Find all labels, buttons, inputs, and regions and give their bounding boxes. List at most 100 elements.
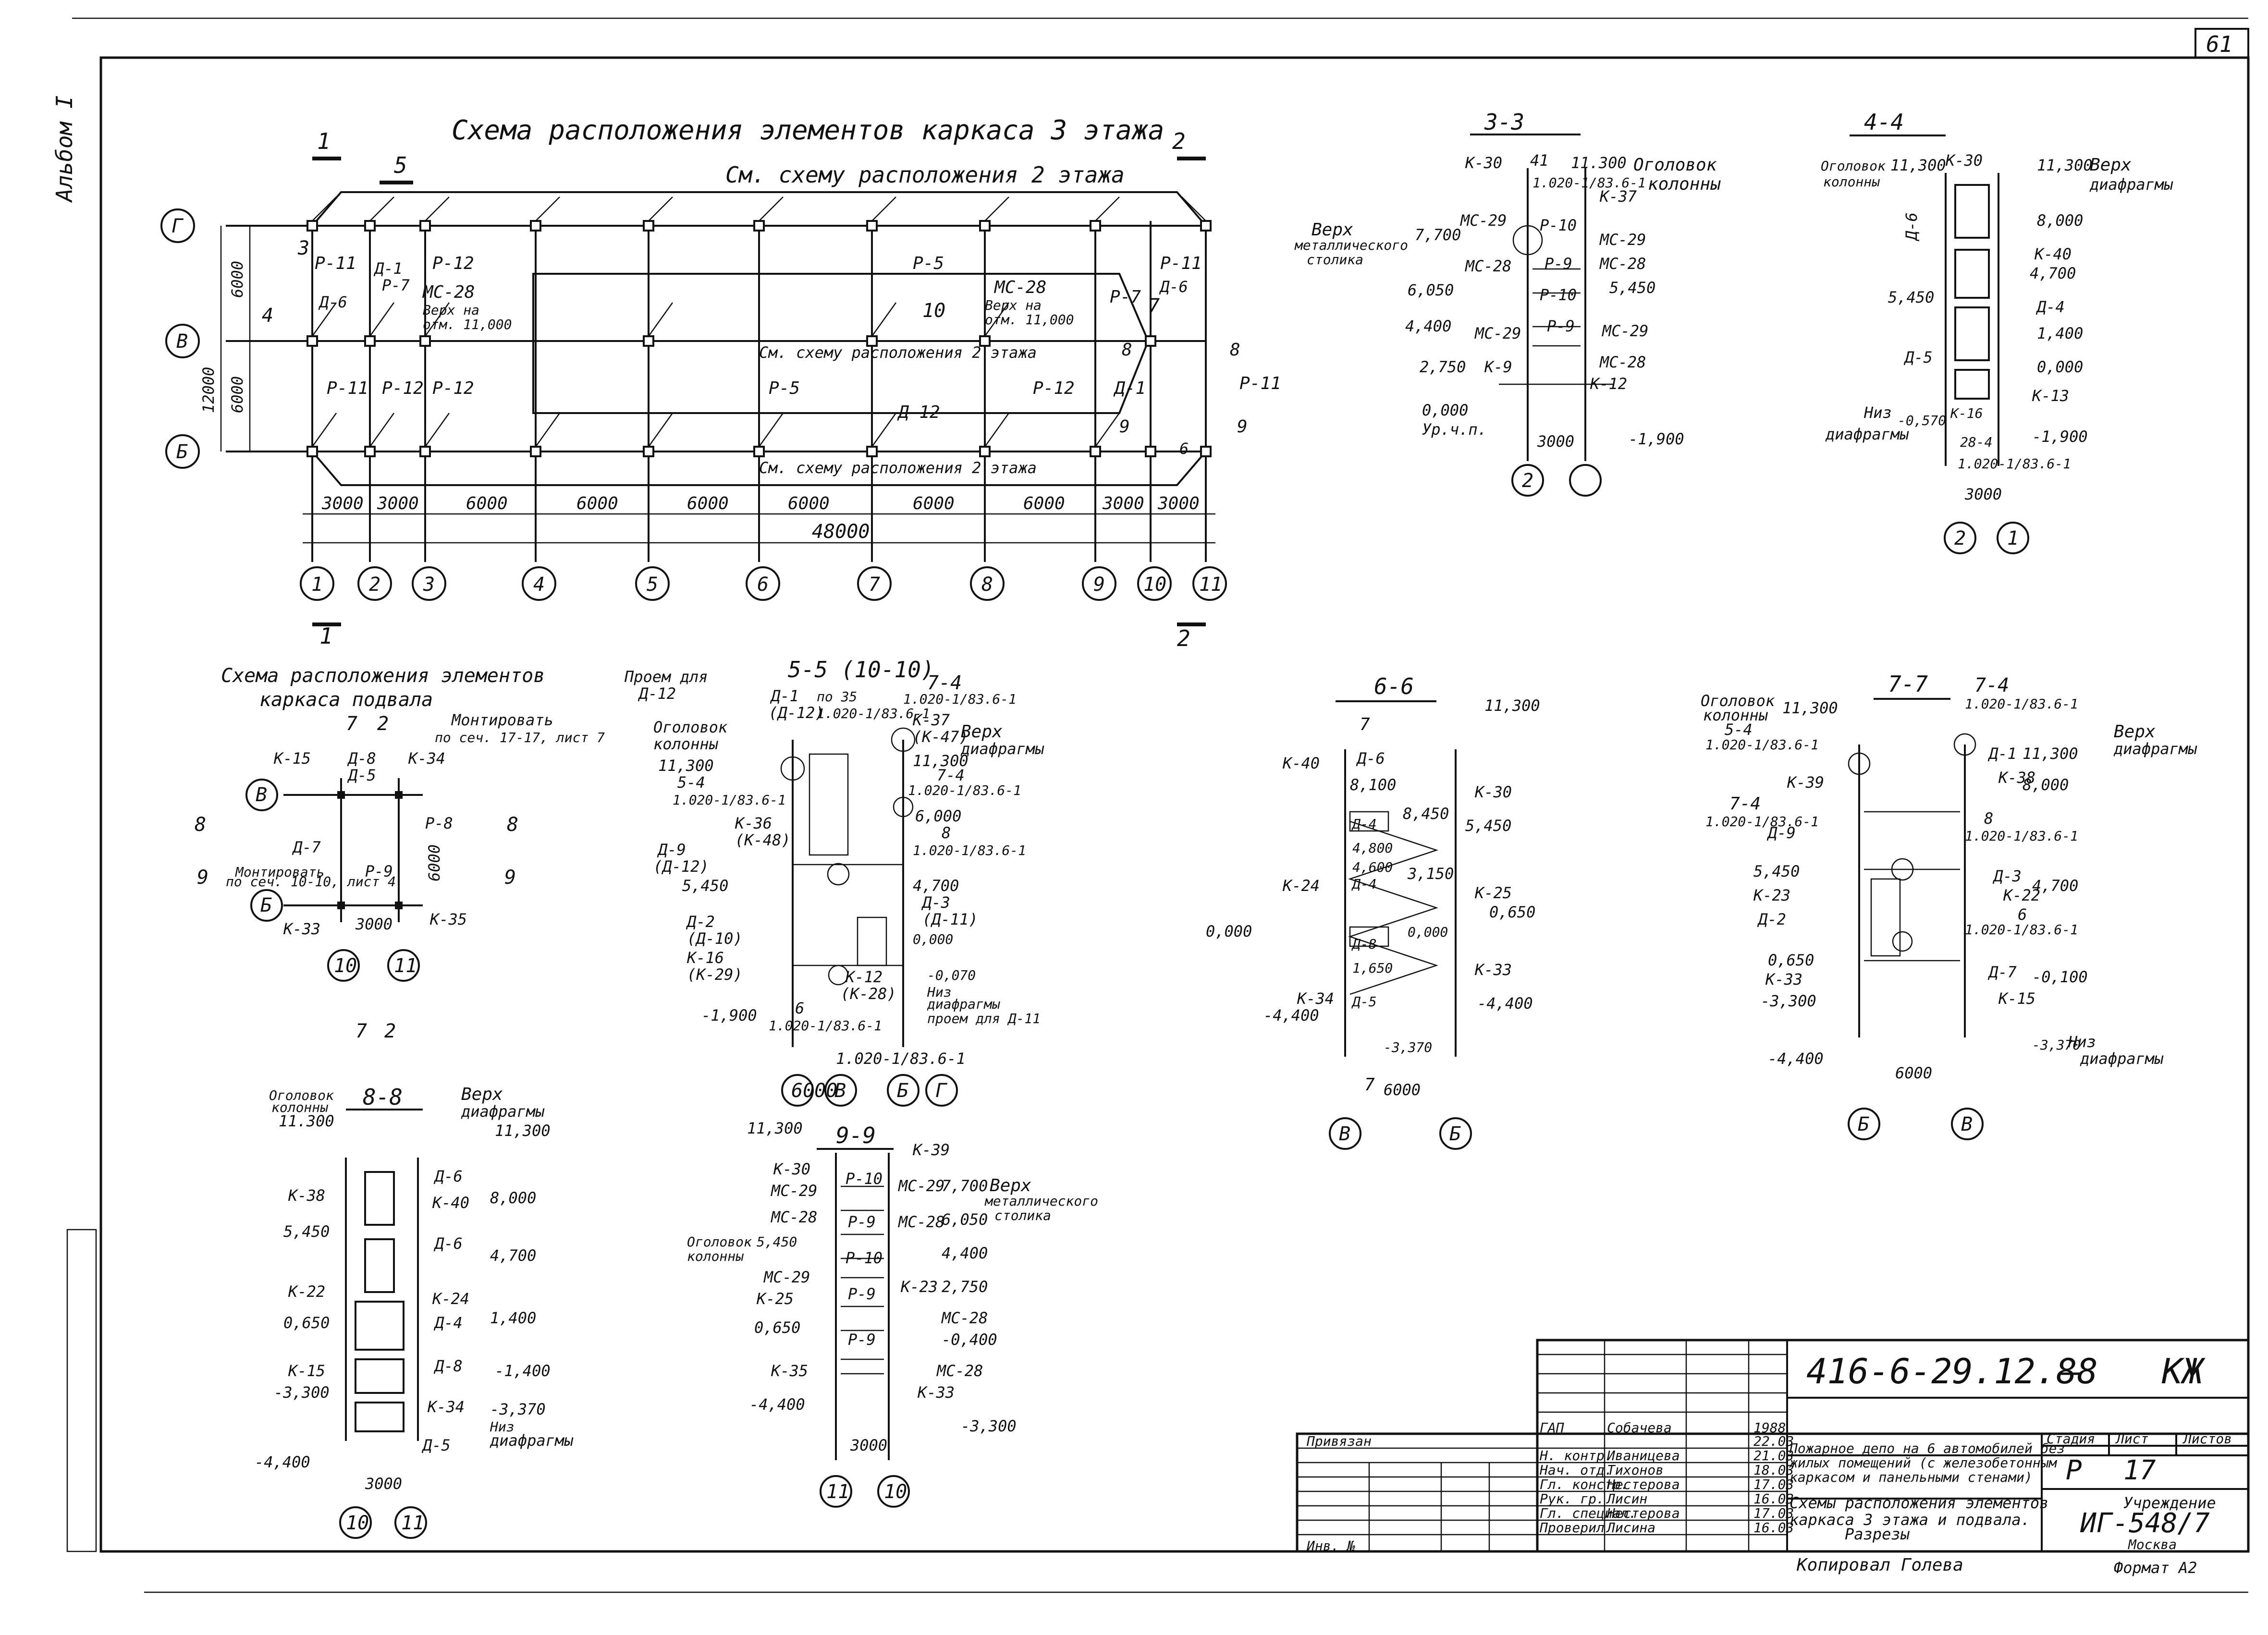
row-dim-b: 6000: [228, 376, 246, 413]
svg-text:В: В: [1339, 1123, 1350, 1145]
svg-text:Нестерова: Нестерова: [1606, 1476, 1680, 1492]
svg-text:Учреждение: Учреждение: [2123, 1494, 2216, 1512]
svg-text:К-39: К-39: [912, 1141, 950, 1159]
svg-text:-3,300: -3,300: [1761, 992, 1816, 1010]
svg-text:К-38: К-38: [1998, 769, 2035, 787]
svg-text:К-33: К-33: [283, 920, 320, 938]
lbl-elev-a: отм. 11,000: [423, 317, 512, 332]
svg-text:Гл. констр.: Гл. констр.: [1540, 1476, 1629, 1492]
svg-text:МС-29: МС-29: [1460, 211, 1507, 230]
plan3-outline-top: [311, 191, 1207, 227]
basement-mount-1: Монтировать: [451, 711, 553, 729]
svg-text:диафрагмы: диафрагмы: [490, 1431, 574, 1450]
svg-text:-0,570: -0,570: [1898, 413, 1946, 428]
svg-text:2: 2: [1522, 470, 1533, 492]
svg-text:7: 7: [869, 573, 880, 596]
svg-text:3000: 3000: [850, 1436, 887, 1454]
svg-text:-3,370: -3,370: [490, 1400, 546, 1418]
plan3-inner-top: [532, 273, 1149, 342]
basement-title-2: каркаса подвала: [259, 689, 433, 711]
svg-text:6000: 6000: [1023, 494, 1065, 513]
svg-text:28-4: 28-4: [1960, 434, 1992, 450]
svg-text:Низ: Низ: [490, 1419, 515, 1435]
svg-text:Д-7: Д-7: [292, 838, 321, 856]
basement-mount-4: по сеч. 10-10, лист 4: [226, 874, 396, 890]
bsmt-row-v: В: [256, 784, 267, 806]
svg-text:К-22: К-22: [288, 1282, 325, 1301]
svg-text:К-9: К-9: [1484, 358, 1512, 376]
svg-text:Д-9: Д-9: [1766, 824, 1796, 842]
svg-text:7-4: 7-4: [1974, 674, 2009, 696]
svg-text:5: 5: [647, 573, 658, 596]
svg-text:-3,370: -3,370: [2032, 1037, 2081, 1053]
svg-text:К-22: К-22: [2003, 886, 2040, 904]
svg-text:8,450: 8,450: [1403, 805, 1449, 823]
svg-text:МС-29: МС-29: [1599, 231, 1646, 249]
svg-text:В: В: [1961, 1113, 1973, 1135]
svg-text:Р-8: Р-8: [425, 814, 453, 832]
svg-text:Д-4: Д-4: [1351, 816, 1377, 832]
svg-text:диафрагмы: диафрагмы: [927, 996, 1000, 1012]
svg-text:-4,400: -4,400: [749, 1395, 805, 1414]
svg-text:МС-29: МС-29: [1474, 324, 1521, 342]
svg-text:6000: 6000: [576, 494, 618, 513]
svg-text:-1,900: -1,900: [2032, 427, 2088, 446]
svg-text:0,650: 0,650: [754, 1318, 800, 1337]
svg-text:Д-8: Д-8: [433, 1357, 463, 1375]
svg-text:К-24: К-24: [432, 1290, 469, 1308]
svg-text:17: 17: [2123, 1455, 2156, 1486]
svg-text:Д-6: Д-6: [1356, 749, 1385, 768]
svg-text:Г: Г: [935, 1080, 948, 1102]
svg-text:1.020-1/83.6-1: 1.020-1/83.6-1: [836, 1049, 966, 1068]
page-number-box: [2194, 28, 2249, 59]
svg-text:К-30: К-30: [773, 1160, 810, 1178]
svg-text:Д-4: Д-4: [2035, 298, 2065, 316]
svg-text:жилых помещений (с железобетон: жилых помещений (с железобетонным: [1789, 1455, 2057, 1471]
svg-text:9-9: 9-9: [836, 1123, 876, 1148]
svg-text:11.300: 11.300: [1571, 154, 1627, 172]
svg-text:Д-5: Д-5: [1903, 348, 1933, 366]
svg-text:колонны: колонны: [1648, 174, 1721, 194]
svg-text:9: 9: [1237, 417, 1248, 437]
svg-text:1,400: 1,400: [490, 1309, 536, 1327]
svg-text:Верх: Верх: [461, 1085, 503, 1104]
svg-text:1: 1: [2007, 527, 2019, 549]
svg-text:3000: 3000: [377, 494, 419, 513]
svg-text:4,600: 4,600: [1352, 859, 1393, 875]
svg-text:МС-28: МС-28: [941, 1309, 988, 1327]
svg-text:11,300: 11,300: [2023, 744, 2078, 763]
svg-text:7-7: 7-7: [1888, 671, 1928, 697]
svg-text:Р-9: Р-9: [1545, 255, 1572, 273]
svg-text:Ур.ч.п.: Ур.ч.п.: [1422, 420, 1487, 439]
svg-text:диафрагмы: диафрагмы: [960, 740, 1044, 758]
svg-text:К-12: К-12: [845, 968, 883, 986]
svg-text:6,050: 6,050: [942, 1210, 988, 1229]
svg-text:Рук. гр.: Рук. гр.: [1540, 1491, 1605, 1507]
svg-text:4,400: 4,400: [1405, 317, 1451, 335]
svg-text:7,700: 7,700: [942, 1177, 988, 1195]
svg-text:10: 10: [884, 1481, 907, 1503]
svg-text:11,300: 11,300: [747, 1119, 803, 1137]
svg-text:(Д-11): (Д-11): [922, 910, 978, 928]
svg-text:К-15: К-15: [288, 1362, 325, 1380]
svg-text:Верх: Верх: [990, 1176, 1031, 1196]
svg-text:5,450: 5,450: [682, 877, 728, 895]
svg-text:1.020-1/83.6-1: 1.020-1/83.6-1: [913, 842, 1026, 858]
svg-text:Разрезы: Разрезы: [1845, 1525, 1910, 1543]
svg-text:0,000: 0,000: [913, 931, 953, 947]
sheet-format: Формат А2: [2114, 1559, 2197, 1577]
svg-text:11.300: 11.300: [279, 1112, 334, 1130]
lbl-p12-top: Р-12: [432, 254, 474, 273]
left-stamp-strip: [66, 1229, 97, 1552]
svg-text:9: 9: [197, 866, 208, 889]
svg-text:Лисина: Лисина: [1606, 1520, 1655, 1536]
svg-text:Д-2: Д-2: [1757, 910, 1786, 928]
svg-text:11: 11: [1199, 573, 1222, 596]
svg-text:2: 2: [1177, 625, 1190, 651]
svg-text:МС-29: МС-29: [763, 1268, 810, 1286]
svg-text:4,700: 4,700: [2032, 877, 2078, 895]
svg-text:2: 2: [384, 1020, 396, 1042]
svg-text:4: 4: [533, 573, 545, 596]
svg-text:17.03: 17.03: [1753, 1505, 1794, 1521]
svg-text:Пожарное депо на 6 автомобилей: Пожарное депо на 6 автомобилей без: [1789, 1440, 2065, 1456]
